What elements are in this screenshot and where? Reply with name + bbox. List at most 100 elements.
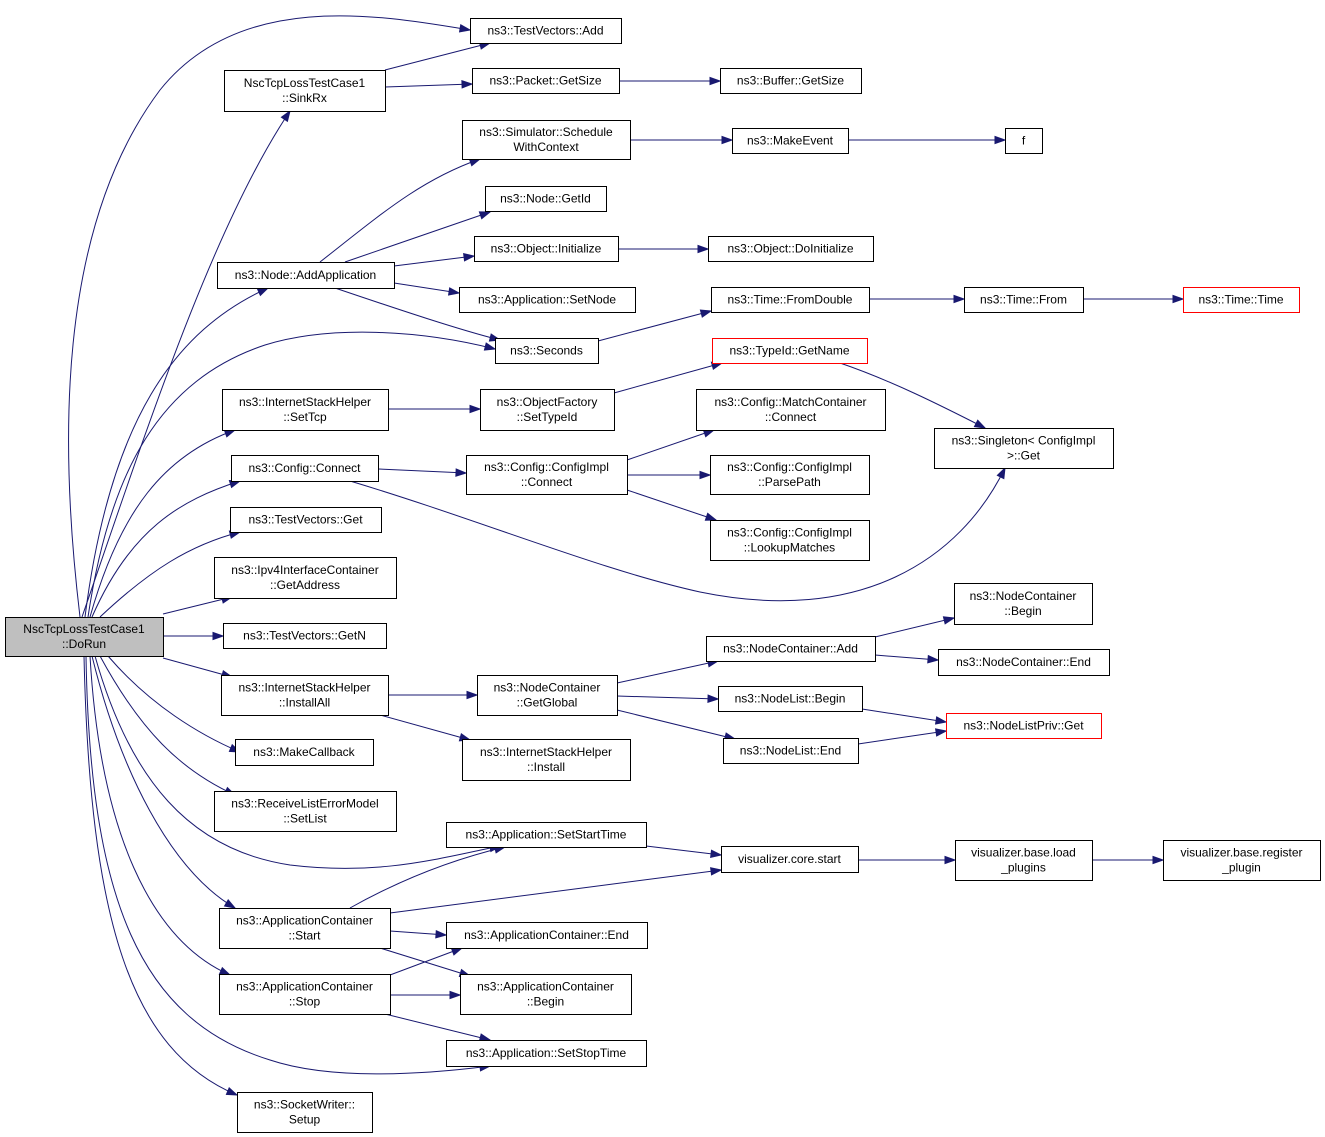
node-ish-install[interactable]: ns3::InternetStackHelper::Install <box>462 739 631 781</box>
node-nc-begin[interactable]: ns3::NodeContainer::Begin <box>954 583 1093 625</box>
edge-line <box>626 429 715 461</box>
node-box <box>5 617 164 657</box>
node-nl-end[interactable]: ns3::NodeList::End <box>723 738 859 764</box>
node-label: ns3::MakeEvent <box>747 134 834 148</box>
edge-line <box>379 714 471 741</box>
node-sinkrx[interactable]: NscTcpLossTestCase1::SinkRx <box>224 70 386 112</box>
node-cfgimpl-connect[interactable]: ns3::Config::ConfigImpl::Connect <box>466 455 628 495</box>
node-ish-installall[interactable]: ns3::InternetStackHelper::InstallAll <box>221 675 389 716</box>
arrowhead-icon <box>709 76 722 86</box>
node-buf-getsize[interactable]: ns3::Buffer::GetSize <box>720 68 862 94</box>
node-time-fromdouble[interactable]: ns3::Time::FromDouble <box>711 287 870 313</box>
node-sw-setup[interactable]: ns3::SocketWriter::Setup <box>237 1092 373 1133</box>
arrowhead-icon <box>466 690 479 700</box>
node-obj-init[interactable]: ns3::Object::Initialize <box>474 236 619 262</box>
node-tv-add[interactable]: ns3::TestVectors::Add <box>470 18 622 44</box>
edge-dorun-to-ac_start <box>91 655 237 909</box>
edge-pkt_getsize-to-buf_getsize <box>619 76 722 86</box>
node-pkt-getsize[interactable]: ns3::Packet::GetSize <box>472 68 620 94</box>
node-nl-begin[interactable]: ns3::NodeList::Begin <box>718 686 863 712</box>
node-box <box>459 287 636 313</box>
node-cfg-mc-connect[interactable]: ns3::Config::MatchContainer::Connect <box>696 389 886 431</box>
node-viz-load[interactable]: visualizer.base.load_plugins <box>955 840 1093 881</box>
node-app-setstart[interactable]: ns3::Application::SetStartTime <box>446 822 647 848</box>
node-label: NscTcpLossTestCase1 <box>244 76 366 90</box>
edge-viz_load-to-viz_register <box>1092 855 1165 865</box>
node-typeid-getname[interactable]: ns3::TypeId::GetName <box>712 338 868 364</box>
edge-ac_start-to-ac_end <box>389 929 448 939</box>
node-node-addapp[interactable]: ns3::Node::AddApplication <box>217 262 395 289</box>
node-obj-doinit[interactable]: ns3::Object::DoInitialize <box>708 236 874 262</box>
node-label: ns3::NodeListPriv::Get <box>963 719 1084 733</box>
node-cfgimpl-lookup[interactable]: ns3::Config::ConfigImpl::LookupMatches <box>710 520 870 561</box>
node-box <box>217 262 395 289</box>
edge-nl_begin-to-nlpriv_get <box>861 708 948 725</box>
node-tv-get[interactable]: ns3::TestVectors::Get <box>230 507 382 533</box>
node-singleton-get[interactable]: ns3::Singleton< ConfigImpl>::Get <box>934 428 1114 469</box>
node-viz-register[interactable]: visualizer.base.register_plugin <box>1163 840 1321 881</box>
node-dorun[interactable]: NscTcpLossTestCase1::DoRun <box>5 617 164 657</box>
node-time-from[interactable]: ns3::Time::From <box>964 287 1084 313</box>
node-node-getid[interactable]: ns3::Node::GetId <box>485 186 607 212</box>
arrowhead-icon <box>710 849 723 859</box>
node-ac-stop[interactable]: ns3::ApplicationContainer::Stop <box>219 974 391 1015</box>
node-label: ::SetList <box>283 812 327 826</box>
edge-ac_stop-to-ac_end <box>389 947 464 976</box>
node-label: ns3::Time::FromDouble <box>728 293 853 307</box>
node-cfgimpl-parsepath[interactable]: ns3::Config::ConfigImpl::ParsePath <box>710 455 870 495</box>
edge-line <box>349 846 506 909</box>
node-label: ns3::ApplicationContainer <box>477 980 614 994</box>
node-app-setnode[interactable]: ns3::Application::SetNode <box>459 287 636 313</box>
node-box <box>223 623 387 649</box>
node-box <box>721 846 859 873</box>
node-label: ns3::Config::ConfigImpl <box>484 460 609 474</box>
node-label: ::LookupMatches <box>744 541 835 555</box>
node-cfg-connect[interactable]: ns3::Config::Connect <box>231 455 379 482</box>
edge-ish_installall-to-nc_getglobal <box>388 690 479 700</box>
node-label: ns3::ApplicationContainer::End <box>464 928 629 942</box>
arrowhead-icon <box>458 24 472 33</box>
node-label: ::SetTcp <box>283 410 327 424</box>
node-ac-begin[interactable]: ns3::ApplicationContainer::Begin <box>460 974 632 1015</box>
node-label: ns3::Node::AddApplication <box>235 268 376 282</box>
edge-line <box>874 617 955 638</box>
node-makeevent[interactable]: ns3::MakeEvent <box>732 128 849 154</box>
node-box <box>462 120 631 160</box>
edge-node_addapp-to-sim_schedule <box>319 158 482 263</box>
node-label: ns3::InternetStackHelper <box>238 681 370 695</box>
edge-cfgimpl_connect-to-cfg_mc_connect <box>626 429 716 461</box>
edge-dorun-to-sw_setup <box>83 655 239 1096</box>
node-layer: NscTcpLossTestCase1::DoRun ns3::TestVecto… <box>5 18 1321 1133</box>
node-box <box>470 18 622 44</box>
edge-line <box>626 489 717 521</box>
node-box <box>237 1092 373 1133</box>
node-nc-add[interactable]: ns3::NodeContainer::Add <box>706 636 876 662</box>
arrowhead-icon <box>934 728 948 737</box>
node-tv-getn[interactable]: ns3::TestVectors::GetN <box>223 623 387 649</box>
node-nc-end[interactable]: ns3::NodeContainer::End <box>938 649 1110 676</box>
node-label: ns3::MakeCallback <box>253 745 355 759</box>
node-label: ::Begin <box>1004 604 1041 618</box>
node-ac-start[interactable]: ns3::ApplicationContainer::Start <box>219 908 391 949</box>
node-f[interactable]: f <box>1005 128 1043 154</box>
edge-line <box>162 657 233 678</box>
node-ish-settcp[interactable]: ns3::InternetStackHelper::SetTcp <box>222 389 389 431</box>
node-time-time[interactable]: ns3::Time::Time <box>1183 287 1300 313</box>
arrowhead-icon <box>449 990 462 1000</box>
node-ac-end[interactable]: ns3::ApplicationContainer::End <box>446 922 648 949</box>
node-nlpriv-get[interactable]: ns3::NodeListPriv::Get <box>946 713 1102 739</box>
node-ipv4-getaddr[interactable]: ns3::Ipv4InterfaceContainer::GetAddress <box>214 557 397 599</box>
edge-line <box>162 596 233 615</box>
node-box <box>219 974 391 1015</box>
node-viz-start[interactable]: visualizer.core.start <box>721 846 859 873</box>
node-makecallback[interactable]: ns3::MakeCallback <box>235 739 374 766</box>
node-nc-getglobal[interactable]: ns3::NodeContainer::GetGlobal <box>477 675 618 716</box>
node-label: ::InstallAll <box>279 696 330 710</box>
node-seconds[interactable]: ns3::Seconds <box>495 338 599 364</box>
node-app-setstop[interactable]: ns3::Application::SetStopTime <box>446 1040 647 1067</box>
node-of-settypeid[interactable]: ns3::ObjectFactory::SetTypeId <box>480 389 615 431</box>
edge-cfg_connect-to-singleton_get <box>349 466 1006 602</box>
node-rlem-setlist[interactable]: ns3::ReceiveListErrorModel::SetList <box>214 791 397 832</box>
edge-line <box>389 869 722 914</box>
